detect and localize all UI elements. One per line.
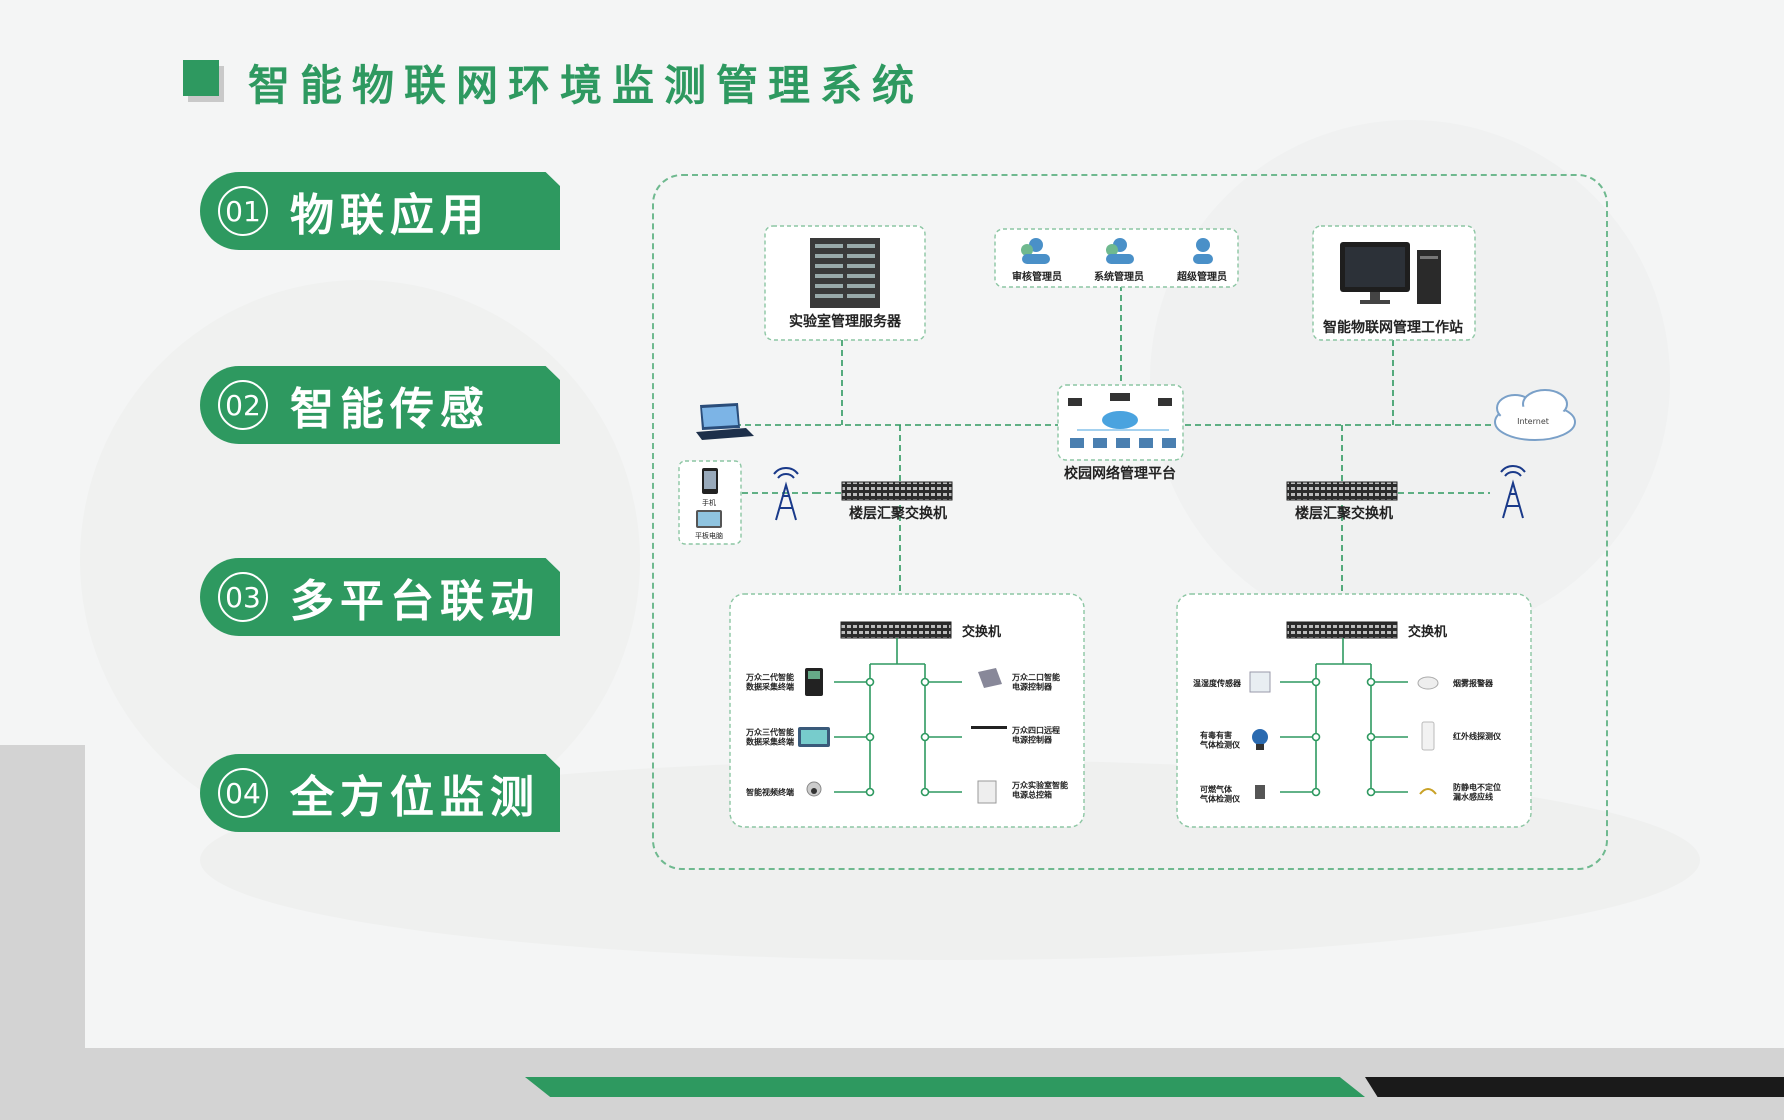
tab-label: 物联应用 bbox=[290, 190, 490, 241]
device-label: 万众二口智能电源控制器 bbox=[1011, 672, 1060, 692]
device-label: 智能视频终端 bbox=[746, 787, 794, 797]
tab-smart-sensing[interactable]: 02 智能传感 bbox=[200, 366, 560, 444]
server-rack-icon bbox=[810, 238, 880, 308]
tab-all-round-monitoring[interactable]: 04 全方位监测 bbox=[200, 754, 560, 832]
admin-user-icons bbox=[1021, 238, 1213, 264]
junction-dots bbox=[865, 677, 930, 797]
internet-cloud-icon bbox=[1494, 389, 1576, 441]
workstation-label: 智能物联网管理工作站 bbox=[1322, 319, 1463, 336]
admin-audit-label: 审核管理员 bbox=[1012, 270, 1062, 283]
sensor-label: 温湿度传感器 bbox=[1193, 678, 1242, 688]
device-label: 万众三代智能数据采集终端 bbox=[745, 727, 794, 747]
laptop-icon bbox=[696, 403, 754, 440]
switch-icon bbox=[1286, 621, 1398, 639]
sensor-icons bbox=[1249, 671, 1439, 799]
junction-dots bbox=[1311, 677, 1376, 797]
connection-lines bbox=[725, 285, 1500, 592]
background-shape bbox=[1150, 120, 1670, 640]
switch-label: 交换机 bbox=[1408, 624, 1447, 640]
sensor-label: 防静电不定位漏水感应线 bbox=[1453, 782, 1501, 802]
network-diagram-frame bbox=[652, 174, 1608, 870]
sensor-label: 可燃气体气体检测仪 bbox=[1199, 784, 1241, 804]
floor-switch-icon bbox=[1286, 481, 1398, 501]
workstation-computer-icon bbox=[1340, 242, 1441, 304]
device-label: 万众实验室智能电源总控箱 bbox=[1011, 780, 1068, 800]
title-square-icon bbox=[183, 60, 219, 96]
floor-switch-label: 楼层汇聚交换机 bbox=[849, 505, 947, 522]
floor-switch-icon bbox=[841, 481, 953, 501]
footer-green-bar bbox=[525, 1077, 1365, 1097]
sensor-label: 烟雾报警器 bbox=[1453, 678, 1494, 688]
tab-number: 03 bbox=[218, 572, 268, 622]
tab-label: 多平台联动 bbox=[290, 576, 540, 627]
device-label: 万众二代智能数据采集终端 bbox=[745, 672, 794, 692]
tab-multi-platform[interactable]: 03 多平台联动 bbox=[200, 558, 560, 636]
tab-number: 02 bbox=[218, 380, 268, 430]
switch-label: 交换机 bbox=[962, 624, 1001, 640]
cloud-network-icon bbox=[1068, 393, 1176, 448]
footer-black-bar bbox=[1365, 1077, 1784, 1097]
tab-iot-application[interactable]: 01 物联应用 bbox=[200, 172, 560, 250]
tab-number: 04 bbox=[218, 768, 268, 818]
sensor-label: 红外线探测仪 bbox=[1453, 731, 1502, 741]
tablet-label: 平板电脑 bbox=[695, 531, 723, 540]
phone-label: 手机 bbox=[702, 498, 716, 507]
tablet-icon bbox=[696, 510, 722, 528]
admin-system-label: 系统管理员 bbox=[1094, 270, 1144, 283]
device-label: 万众四口远程电源控制器 bbox=[1011, 725, 1060, 745]
device-icons bbox=[798, 668, 1007, 804]
antenna-tower-icon bbox=[1500, 465, 1526, 519]
server-label: 实验室管理服务器 bbox=[789, 313, 902, 330]
platform-label: 校园网络管理平台 bbox=[1064, 465, 1176, 482]
internet-label: Internet bbox=[1517, 417, 1549, 426]
tab-number: 01 bbox=[218, 186, 268, 236]
device-boxes bbox=[678, 225, 1532, 828]
admin-super-label: 超级管理员 bbox=[1176, 270, 1227, 283]
switch-icon bbox=[840, 621, 952, 639]
tab-label: 全方位监测 bbox=[290, 772, 540, 823]
floor-switch-label: 楼层汇聚交换机 bbox=[1295, 505, 1393, 522]
device-labels: 万众二代智能数据采集终端 万众三代智能数据采集终端 智能视频终端 万众二口智能电… bbox=[745, 672, 1068, 800]
sensor-label: 有毒有害气体检测仪 bbox=[1199, 730, 1241, 750]
phone-icon bbox=[702, 468, 718, 494]
page-title: 智能物联网环境监测管理系统 bbox=[248, 61, 925, 110]
tab-label: 智能传感 bbox=[290, 384, 490, 435]
antenna-tower-icon bbox=[773, 467, 799, 521]
sensor-labels: 温湿度传感器 有毒有害气体检测仪 可燃气体气体检测仪 烟雾报警器 红外线探测仪 … bbox=[1193, 678, 1502, 804]
